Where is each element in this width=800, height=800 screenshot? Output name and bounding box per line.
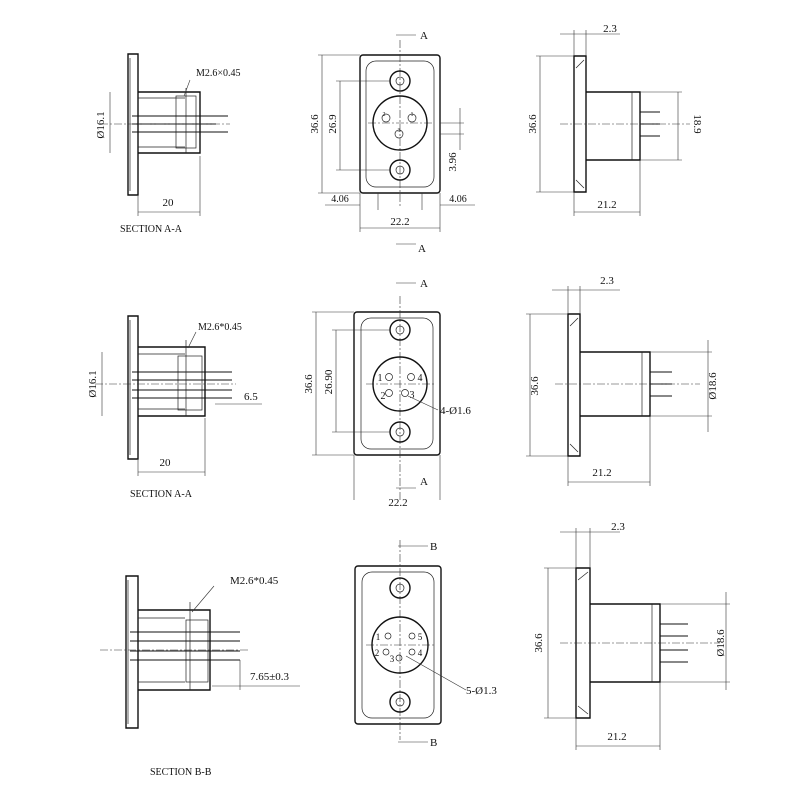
row1-front-cut-mark-top: A (420, 30, 428, 42)
row1-section-thread: M2.6×0.45 (196, 68, 241, 79)
row2-front-pin-label: 3 (410, 390, 415, 401)
row3-section-thread: M2.6*0.45 (230, 575, 279, 587)
row1-front-margin-right: 4.06 (449, 194, 467, 205)
row3-side-flange: 2.3 (611, 521, 625, 533)
row1-front-view: 2 1 3 A A 36.6 26.9 3.96 4.06 4.06 22.2 (309, 30, 475, 255)
row1-front-pin-offset: 3.96 (447, 152, 459, 172)
row1-section-depth: 20 (163, 197, 175, 209)
row3-side-view: 2.3 36.6 Ø18.6 21.2 (533, 521, 730, 750)
row2-front-pin-label: 4 (418, 373, 423, 384)
row2-side-flange: 2.3 (600, 275, 614, 287)
row2-front-height: 36.6 (303, 374, 315, 394)
row3-front-pin-label: 2 (375, 648, 380, 658)
row3-front-pin-label: 4 (418, 648, 423, 658)
row2-side-body-diameter: Ø18.6 (707, 372, 719, 400)
row3-side-body-diameter: Ø18.6 (715, 629, 727, 657)
row1-side-view: 2.3 36.6 18.9 21.2 (527, 23, 703, 216)
row3-front-cut-mark-top: B (430, 541, 437, 553)
row3-section-view: M2.6*0.45 7.65±0.3 SECTION B-B (100, 575, 300, 778)
row3-section-pin-length: 7.65±0.3 (250, 671, 290, 683)
row2-section-caption: SECTION A-A (130, 489, 193, 500)
row2-side-length: 21.2 (592, 467, 611, 479)
row1-section-diameter: Ø16.1 (95, 111, 107, 138)
row3-side-length: 21.2 (607, 731, 626, 743)
row3-front-pin-label: 3 (390, 654, 395, 664)
row2-section-view: Ø16.1 M2.6*0.45 20 6.5 SECTION A-A (87, 315, 262, 500)
row2-front-view: 1 4 2 3 A A 36.6 26.90 4-Ø1.6 22.2 (303, 278, 471, 509)
row2-section-depth: 20 (160, 457, 172, 469)
row1-front-pin-label: 3 (398, 128, 401, 134)
row2-front-pin-label: 2 (381, 391, 386, 402)
row2-front-pin-label: 1 (378, 373, 383, 384)
row1-side-length: 21.2 (597, 199, 616, 211)
row1-side-body-diameter: 18.9 (691, 114, 703, 134)
row3-front-pin-note: 5-Ø1.3 (466, 685, 497, 697)
row1-front-margin-left: 4.06 (331, 194, 349, 205)
row1-front-pin-label: 2 (383, 112, 386, 118)
row1-section-caption: SECTION A-A (120, 224, 183, 235)
row2-front-cut-mark-top: A (420, 278, 428, 290)
row3-side-height: 36.6 (533, 633, 545, 653)
row1-section-view: Ø16.1 M2.6×0.45 20 SECTION A-A (95, 53, 241, 235)
row1-side-flange: 2.3 (603, 23, 617, 35)
row1-front-pin-label: 1 (411, 112, 414, 118)
row2-side-height: 36.6 (529, 376, 541, 396)
row3-front-pin-label: 5 (418, 632, 423, 642)
row2-section-pin-length: 6.5 (244, 391, 258, 403)
row1-front-height: 36.6 (309, 114, 321, 134)
row2-front-cut-mark-bottom: A (420, 476, 428, 488)
row2-front-hole-spacing: 26.90 (323, 369, 335, 394)
row2-section-thread: M2.6*0.45 (198, 322, 242, 333)
row1-front-width: 22.2 (390, 216, 409, 228)
row2-side-view: 2.3 36.6 Ø18.6 21.2 (526, 275, 719, 486)
row3-front-pin-label: 1 (376, 632, 381, 642)
row3-section-caption: SECTION B-B (150, 767, 212, 778)
row1-front-hole-spacing: 26.9 (327, 114, 339, 134)
row2-section-diameter: Ø16.1 (87, 370, 99, 397)
row2-front-width: 22.2 (388, 497, 407, 509)
row1-side-height: 36.6 (527, 114, 539, 134)
row3-front-cut-mark-bottom: B (430, 737, 437, 749)
row3-front-view: 1 5 2 4 3 B B 5-Ø1.3 (354, 540, 497, 749)
row1-front-cut-mark-bottom: A (418, 243, 426, 255)
row2-front-pin-note: 4-Ø1.6 (440, 405, 471, 417)
